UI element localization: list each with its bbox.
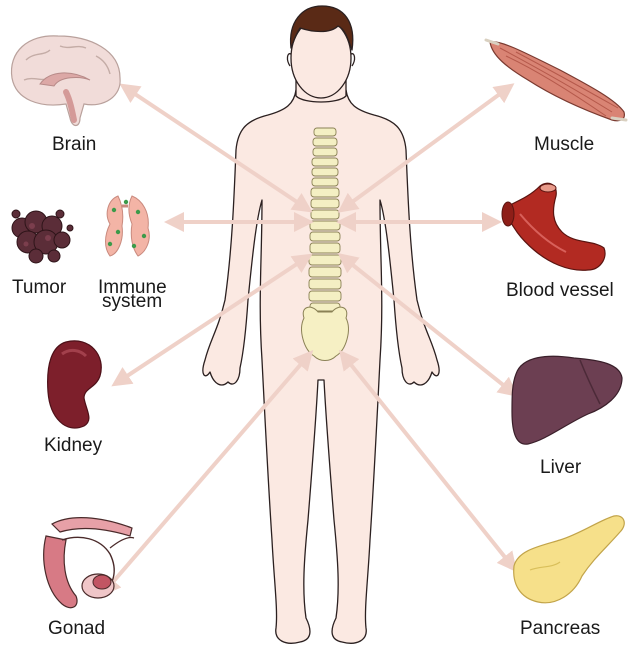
label-brain: Brain (52, 136, 96, 154)
label-blood-vessel: Blood vessel (506, 282, 614, 300)
muscle-icon (486, 40, 626, 121)
tumor-icon (12, 210, 73, 263)
label-tumor: Tumor (12, 279, 66, 297)
brain-icon (11, 36, 120, 126)
label-pancreas: Pancreas (520, 620, 600, 638)
label-kidney: Kidney (44, 437, 102, 455)
immune-system-icon (106, 196, 150, 256)
label-liver: Liver (540, 459, 581, 477)
blood-vessel-icon (502, 183, 605, 270)
pancreas-icon (514, 516, 625, 603)
liver-icon (512, 356, 622, 444)
gonad-icon (44, 518, 134, 608)
label-muscle: Muscle (534, 136, 594, 154)
label-gonad: Gonad (48, 620, 105, 638)
label-immune-system-line2: system (102, 293, 162, 311)
kidney-icon (48, 341, 102, 428)
